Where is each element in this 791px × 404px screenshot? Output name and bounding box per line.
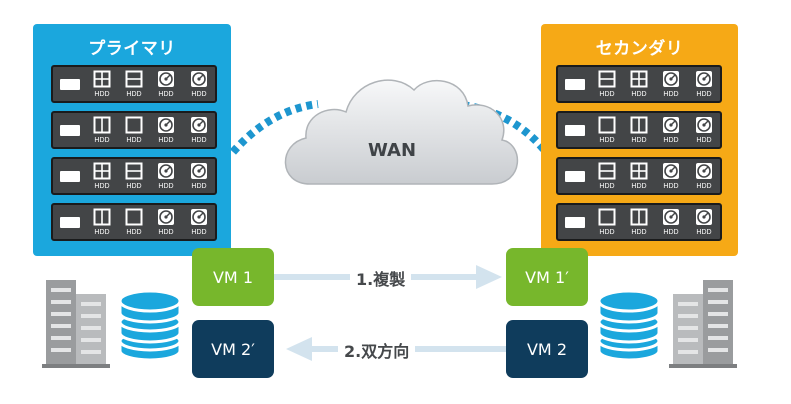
hdd-label: HDD [94,183,110,190]
storage-unit-icon: HDD [627,70,651,100]
primary-server-rack: HDD HDD HDD HDD [51,203,217,241]
hdd-label: HDD [696,137,712,144]
hard-disk-icon: HDD [659,162,683,192]
storage-unit-icon: HDD [122,116,146,146]
hdd-label: HDD [94,91,110,98]
primary-site-title: プライマリ [88,39,176,59]
drive-slot [565,79,585,90]
hdd-label: HDD [599,91,615,98]
hdd-label: HDD [158,137,174,144]
hdd-label: HDD [631,91,647,98]
hard-disk-icon: HDD [154,208,178,238]
secondary-server-rack: HDD HDD HDD HDD [556,65,722,103]
storage-unit-icon: HDD [90,70,114,100]
hdd-label: HDD [126,183,142,190]
primary-server-rack: HDD HDD HDD HDD [51,157,217,195]
hdd-label: HDD [599,137,615,144]
hdd-label: HDD [158,183,174,190]
hard-disk-icon: HDD [187,208,211,238]
hard-disk-icon: HDD [659,70,683,100]
hdd-label: HDD [696,91,712,98]
building-icon [669,280,737,368]
vm2-replica-box: VM 2′ [192,320,274,378]
wan-cloud-icon [284,79,518,185]
drive-slot [60,125,80,136]
storage-unit-icon: HDD [627,208,651,238]
hdd-label: HDD [158,229,174,236]
hdd-label: HDD [126,91,142,98]
storage-unit-icon: HDD [90,116,114,146]
hdd-label: HDD [158,91,174,98]
hard-disk-icon: HDD [692,70,716,100]
hdd-label: HDD [94,229,110,236]
hdd-label: HDD [191,229,207,236]
hdd-label: HDD [631,183,647,190]
storage-unit-icon: HDD [90,162,114,192]
drive-slot [60,171,80,182]
hard-disk-icon: HDD [187,162,211,192]
drive-slot [565,171,585,182]
primary-server-rack: HDD HDD HDD HDD [51,111,217,149]
bidirectional-label: 2.双方向 [338,338,416,362]
storage-unit-icon: HDD [595,208,619,238]
hdd-label: HDD [631,137,647,144]
hard-disk-icon: HDD [187,70,211,100]
database-icon [118,289,182,361]
drive-slot [60,79,80,90]
storage-unit-icon: HDD [595,116,619,146]
hdd-label: HDD [191,91,207,98]
storage-unit-icon: HDD [627,162,651,192]
database-icon [597,289,661,361]
drive-slot [60,217,80,228]
wan-link-left [229,100,319,155]
storage-unit-icon: HDD [595,162,619,192]
storage-unit-icon: HDD [627,116,651,146]
secondary-server-rack: HDD HDD HDD HDD [556,203,722,241]
storage-unit-icon: HDD [122,70,146,100]
drive-slot [565,217,585,228]
drive-slot [565,125,585,136]
hdd-label: HDD [696,183,712,190]
hard-disk-icon: HDD [154,70,178,100]
hdd-label: HDD [663,183,679,190]
hdd-label: HDD [599,229,615,236]
hdd-label: HDD [126,137,142,144]
hard-disk-icon: HDD [692,116,716,146]
hdd-label: HDD [663,137,679,144]
storage-unit-icon: HDD [122,208,146,238]
secondary-server-rack: HDD HDD HDD HDD [556,157,722,195]
hard-disk-icon: HDD [154,162,178,192]
primary-server-rack: HDD HDD HDD HDD [51,65,217,103]
hdd-label: HDD [191,137,207,144]
hard-disk-icon: HDD [692,208,716,238]
vm1-box: VM 1 [192,248,274,306]
hdd-label: HDD [696,229,712,236]
hard-disk-icon: HDD [154,116,178,146]
hard-disk-icon: HDD [692,162,716,192]
hard-disk-icon: HDD [187,116,211,146]
hard-disk-icon: HDD [659,116,683,146]
wan-label: WAN [367,140,417,161]
hdd-label: HDD [663,91,679,98]
hdd-label: HDD [126,229,142,236]
hard-disk-icon: HDD [659,208,683,238]
hdd-label: HDD [631,229,647,236]
vm2-box: VM 2 [506,320,588,378]
replication-label: 1.複製 [350,266,412,290]
hdd-label: HDD [663,229,679,236]
secondary-site-title: セカンダリ [595,39,684,59]
hdd-label: HDD [94,137,110,144]
building-icon [42,280,110,368]
storage-unit-icon: HDD [595,70,619,100]
storage-unit-icon: HDD [122,162,146,192]
vm1-replica-box: VM 1′ [506,248,588,306]
hdd-label: HDD [191,183,207,190]
storage-unit-icon: HDD [90,208,114,238]
hdd-label: HDD [599,183,615,190]
secondary-server-rack: HDD HDD HDD HDD [556,111,722,149]
